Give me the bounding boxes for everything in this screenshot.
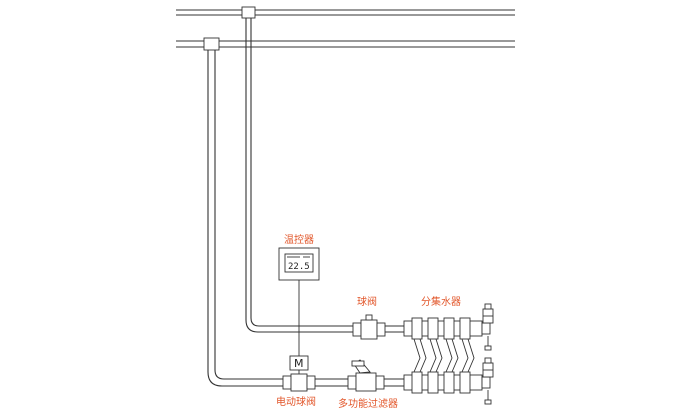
- upper-tee-fitting: [241, 6, 256, 19]
- multifunction-filter: 多功能过滤器: [338, 359, 398, 410]
- manifold: 分集水器: [403, 295, 494, 405]
- filter-label: 多功能过滤器: [338, 397, 398, 410]
- ball-valve: 球阀: [352, 295, 386, 340]
- lower-tee-fitting: [203, 37, 220, 51]
- supply-air-vent: [482, 303, 494, 351]
- return-air-vent: [482, 357, 494, 405]
- thermostat-label: 温控器: [284, 233, 314, 246]
- motorized-valve-label: 电动球阀: [276, 395, 316, 408]
- ball-valve-label: 球阀: [357, 295, 377, 308]
- loop-pipes: [413, 338, 475, 373]
- return-riser-pipe: [207, 50, 283, 387]
- supply-riser-pipe: [245, 18, 353, 333]
- thermostat-display-value: 22.5: [288, 262, 310, 272]
- lower-main-pipe: [176, 40, 515, 48]
- actuator-mark: M: [294, 357, 304, 370]
- thermostat: 22.5 温控器: [278, 233, 320, 281]
- supply-manifold-bar: [403, 317, 491, 340]
- motorized-ball-valve: M 电动球阀: [276, 355, 316, 408]
- manifold-label: 分集水器: [421, 295, 461, 308]
- return-manifold-bar: [403, 371, 491, 394]
- upper-main-pipe: [176, 9, 515, 16]
